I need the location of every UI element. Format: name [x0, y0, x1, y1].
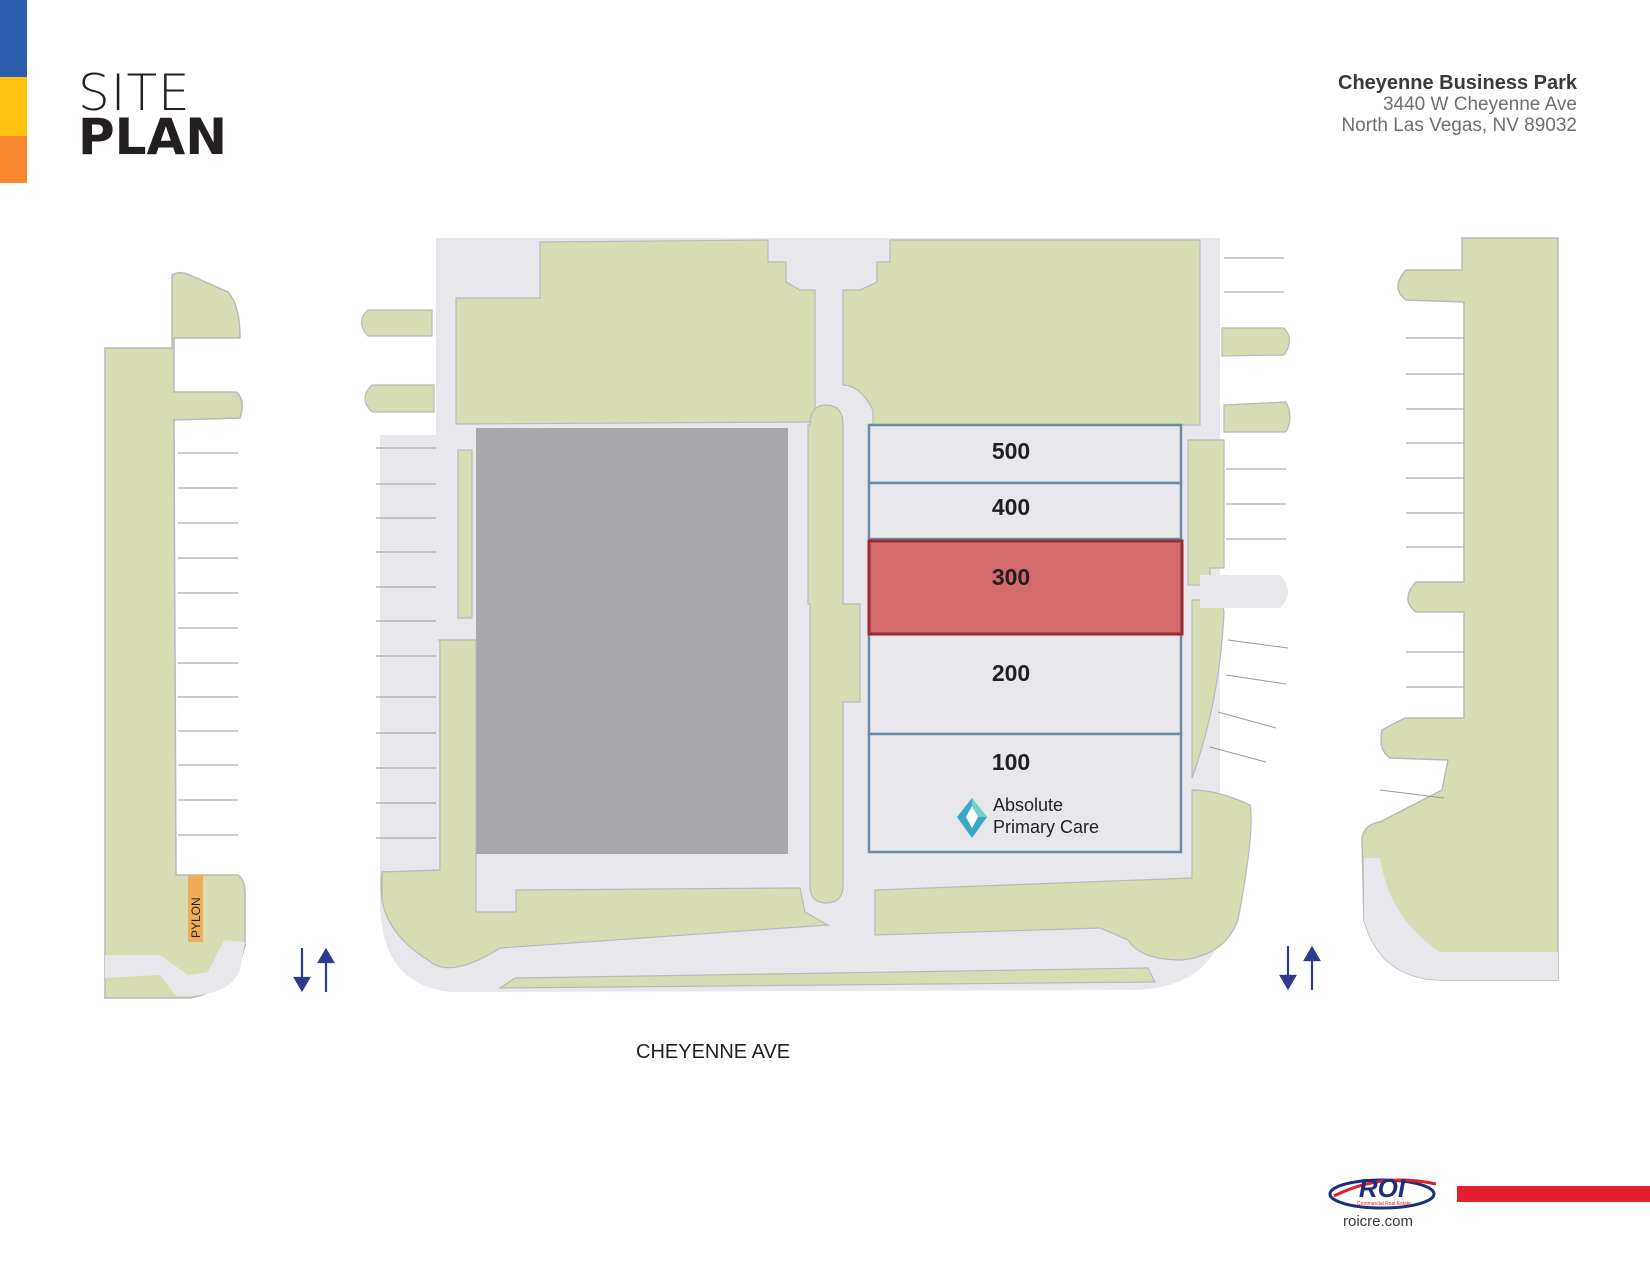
traffic-arrows-west: [293, 947, 335, 993]
unit-200[interactable]: [867, 632, 1183, 736]
left-parking-stripes: [178, 452, 238, 836]
tenant-name-line1: Absolute: [993, 795, 1063, 815]
center-median: [807, 404, 861, 904]
property-name: Cheyenne Business Park: [1338, 72, 1577, 94]
landscape-east-strip: [1187, 439, 1225, 586]
roi-logo-tagline: Commercial Real Estate: [1357, 1201, 1411, 1207]
unit-100-label: 100: [992, 749, 1030, 775]
landscape-northeast: [842, 239, 1201, 426]
brand-color-bar-orange: [0, 136, 27, 183]
page-title-line2: PLAN: [78, 108, 228, 166]
brand-accent-line: [1457, 1186, 1650, 1202]
brand-color-bar-blue: [0, 0, 27, 77]
unit-400[interactable]: [867, 481, 1183, 541]
landscape-south-frontage: [497, 967, 1156, 989]
left-parcel: PYLON: [104, 272, 246, 999]
unit-200-label: 200: [992, 660, 1030, 686]
unit-100[interactable]: [867, 732, 1183, 854]
east-driveway: [1200, 575, 1288, 608]
pylon-sign: [188, 875, 203, 942]
property-address-line2: North Las Vegas, NV 89032: [1341, 115, 1577, 136]
landscape-west-islands: [360, 309, 435, 413]
unit-300-label: 300: [992, 564, 1030, 590]
unit-400-label: 400: [992, 494, 1030, 520]
landscape-south-right: [874, 789, 1252, 961]
traffic-arrows-east: [1279, 945, 1321, 991]
brand-color-bar-yellow: [0, 77, 27, 136]
landscape-east-curve: [1191, 599, 1225, 779]
pylon-label: PYLON: [189, 897, 203, 938]
property-address-line1: 3440 W Cheyenne Ave: [1382, 94, 1577, 115]
left-driveway: [105, 940, 245, 996]
unit-500-label: 500: [992, 438, 1030, 464]
landscape-south-left: [381, 639, 831, 969]
existing-building: [476, 428, 788, 854]
landscape-west-strip: [457, 449, 473, 619]
brand-url[interactable]: roicre.com: [1343, 1213, 1414, 1230]
tenant-name-line2: Primary Care: [993, 817, 1099, 837]
left-landscape: [104, 272, 246, 999]
right-landscape: [1361, 237, 1559, 981]
main-west-parking-stripes: [376, 447, 436, 839]
unit-300[interactable]: [867, 539, 1184, 636]
right-driveway: [1364, 858, 1558, 980]
right-parking-stripes: [1379, 337, 1464, 799]
roi-logo-text: ROI: [1359, 1173, 1406, 1203]
unit-block: [867, 423, 1184, 854]
page-title-line1: SITE: [78, 64, 191, 122]
street-label: CHEYENNE AVE: [636, 1041, 790, 1063]
right-parcel: [1361, 237, 1559, 981]
diamond-logo-icon: [957, 798, 987, 838]
landscape-east-islands: [1221, 327, 1291, 433]
main-east-parking-stripes: [1209, 257, 1289, 763]
landscape-northwest: [455, 239, 816, 425]
roi-logo: ROI Commercial Real Estate: [1328, 1173, 1437, 1210]
